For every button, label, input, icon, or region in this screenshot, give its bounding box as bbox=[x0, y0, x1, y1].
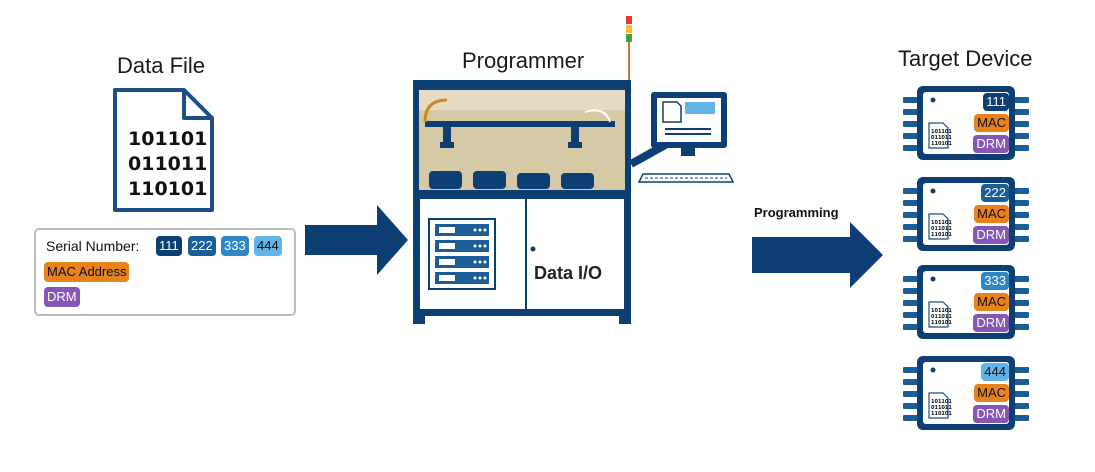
bits-line: 011011 bbox=[128, 153, 208, 175]
data-file-title: Data File bbox=[117, 53, 206, 78]
programming-arrow bbox=[752, 222, 883, 288]
device-mac-badge: MAC bbox=[974, 114, 1009, 132]
bits-line: 101101 bbox=[128, 128, 208, 150]
chip-bits-line: 011011 bbox=[931, 314, 952, 320]
serial-badge: 222 bbox=[188, 236, 216, 256]
chip-bits-line: 101101 bbox=[931, 220, 952, 226]
chip-bits-line: 101101 bbox=[931, 129, 952, 135]
chip-bits-line: 011011 bbox=[931, 226, 952, 232]
serial-badge: 333 bbox=[221, 236, 249, 256]
chip-bits-line: 101101 bbox=[931, 399, 952, 405]
device-serial-badge: 333 bbox=[981, 272, 1009, 290]
device-drm-badge: DRM bbox=[973, 226, 1009, 244]
chip-bits-line: 110101 bbox=[931, 320, 952, 326]
serial-number-label: Serial Number: bbox=[46, 238, 140, 254]
data-record-box: Serial Number: 111 222 333 444 MAC Addre… bbox=[34, 228, 296, 316]
device-serial-badge: 444 bbox=[981, 363, 1009, 381]
chip-bits-line: 011011 bbox=[931, 405, 952, 411]
chip-bits-line: 011011 bbox=[931, 135, 952, 141]
device-drm-badge: DRM bbox=[973, 405, 1009, 423]
brand-label: Data I/O bbox=[534, 263, 603, 283]
target-device-title: Target Device bbox=[898, 46, 1033, 71]
programmer-title: Programmer bbox=[462, 48, 585, 73]
bits-line: 110101 bbox=[128, 178, 208, 200]
data-file-icon: 101101 011011 110101 bbox=[112, 87, 216, 213]
device-serial-badge: 222 bbox=[981, 184, 1009, 202]
serial-badge: 444 bbox=[254, 236, 282, 256]
programmer-machine bbox=[413, 16, 735, 324]
programming-label: Programming bbox=[754, 205, 839, 220]
chip-bits-line: 110101 bbox=[931, 232, 952, 238]
device-mac-badge: MAC bbox=[974, 205, 1009, 223]
chip-bits-line: 110101 bbox=[931, 411, 952, 417]
device-mac-badge: MAC bbox=[974, 384, 1009, 402]
mac-address-badge: MAC Address bbox=[44, 262, 130, 282]
device-mac-badge: MAC bbox=[974, 293, 1009, 311]
chip-bits-line: 101101 bbox=[931, 308, 952, 314]
device-drm-badge: DRM bbox=[973, 135, 1009, 153]
chip-bits-line: 110101 bbox=[931, 141, 952, 147]
device-drm-badge: DRM bbox=[973, 314, 1009, 332]
serial-badge: 111 bbox=[156, 236, 182, 256]
flow-arrow bbox=[305, 205, 408, 275]
drm-badge: DRM bbox=[44, 287, 80, 307]
device-serial-badge: 111 bbox=[983, 93, 1009, 111]
